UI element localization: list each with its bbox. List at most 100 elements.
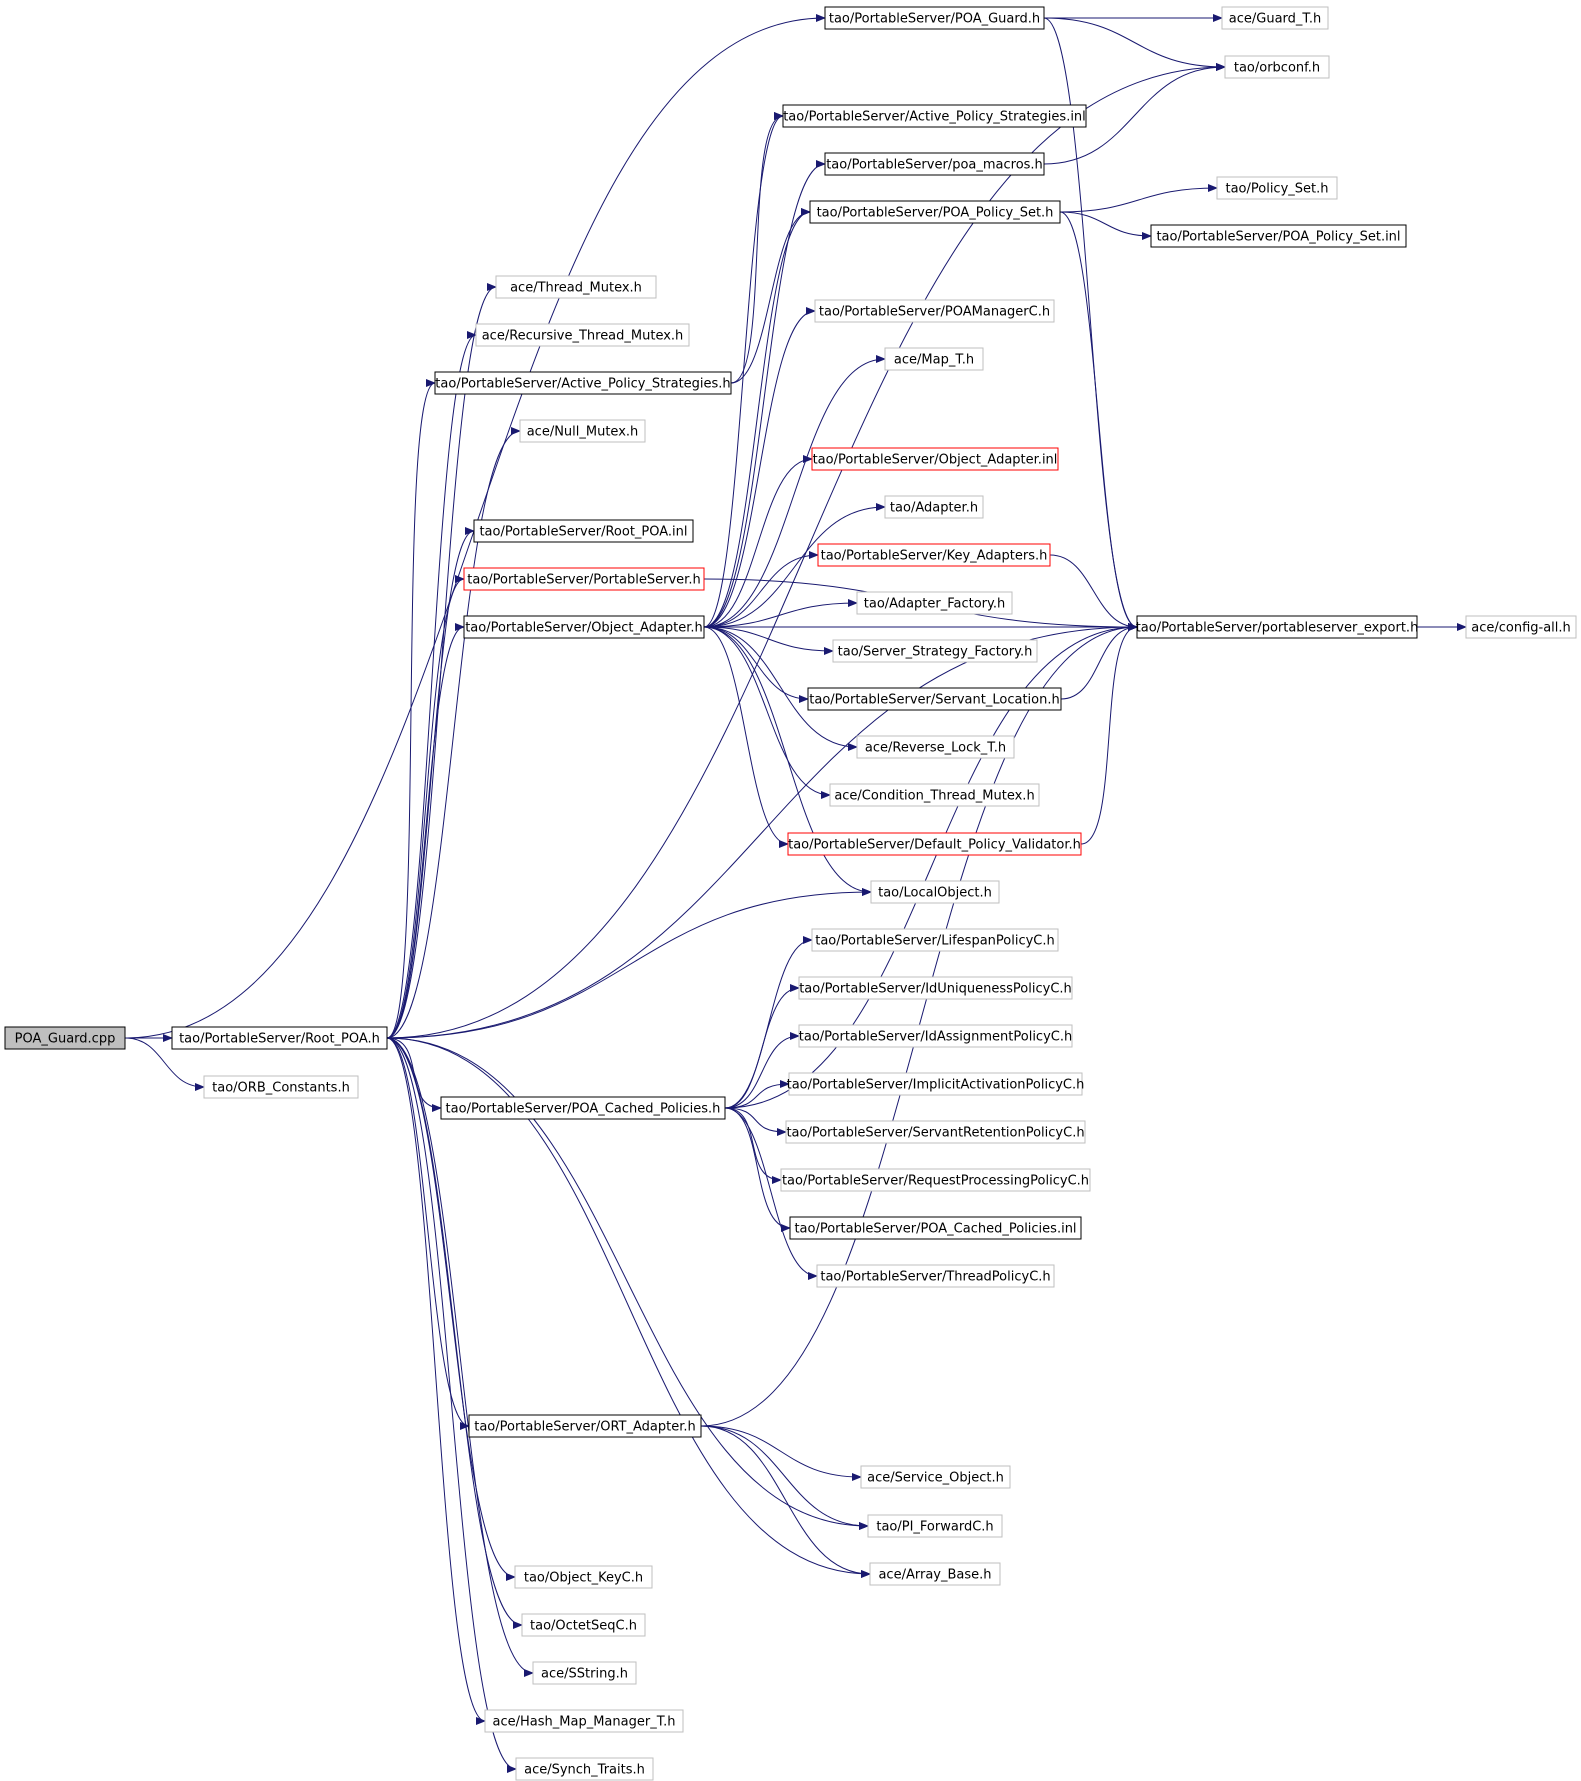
node-box [434, 371, 732, 395]
node-label: tao/PortableServer/poa_macros.h [826, 158, 1043, 173]
node-box [514, 1565, 653, 1589]
node-sstring[interactable]: ace/SString.h [532, 1661, 637, 1685]
node-poa_macros[interactable]: tao/PortableServer/poa_macros.h [824, 152, 1045, 176]
edge-root_poa_h-to-hash_map [386, 1037, 486, 1725]
node-octetseqc[interactable]: tao/OctetSeqC.h [521, 1613, 646, 1637]
node-request_processing[interactable]: tao/PortableServer/RequestProcessingPoli… [780, 1168, 1091, 1192]
edge-object_adapter_h-to-cond_mutex [703, 626, 831, 799]
node-aps_h[interactable]: tao/PortableServer/Active_Policy_Strateg… [434, 371, 732, 395]
node-label: tao/LocalObject.h [878, 886, 992, 901]
node-service_object[interactable]: ace/Service_Object.h [860, 1465, 1011, 1489]
edge-poa_cached_h-to-idassignment [724, 1032, 800, 1109]
node-recursive_mutex[interactable]: ace/Recursive_Thread_Mutex.h [475, 323, 690, 347]
node-ort_adapter[interactable]: tao/PortableServer/ORT_Adapter.h [468, 1414, 702, 1438]
edge-key_adapters-to-ps_export [1049, 554, 1138, 631]
node-config_all[interactable]: ace/config-all.h [1465, 615, 1577, 639]
node-implicit_act[interactable]: tao/PortableServer/ImplicitActivationPol… [787, 1072, 1085, 1096]
node-box [171, 1026, 388, 1050]
node-adapter_factory[interactable]: tao/Adapter_Factory.h [856, 591, 1013, 615]
node-label: ace/Recursive_Thread_Mutex.h [482, 329, 684, 344]
node-poa_cached_h[interactable]: tao/PortableServer/POA_Cached_Policies.h [440, 1096, 726, 1120]
node-portableserver_h[interactable]: tao/PortableServer/PortableServer.h [463, 567, 705, 591]
node-label: tao/PortableServer/Servant_Location.h [809, 693, 1059, 708]
node-label: tao/PortableServer/POAManagerC.h [819, 305, 1050, 320]
edge-object_adapter_h-to-aps_inl [703, 112, 784, 628]
node-pi_forward[interactable]: tao/PI_ForwardC.h [867, 1514, 1003, 1538]
node-label: tao/PortableServer/ImplicitActivationPol… [787, 1078, 1085, 1093]
edge-root_poa_h-to-object_adapter_h [386, 623, 465, 1039]
node-null_mutex[interactable]: ace/Null_Mutex.h [519, 419, 646, 443]
node-oa_inl[interactable]: tao/PortableServer/Object_Adapter.inl [811, 447, 1059, 471]
edge-root_poa_h-to-ort_adapter [386, 1037, 470, 1430]
node-label: ace/Service_Object.h [867, 1471, 1004, 1486]
node-poamanagerc[interactable]: tao/PortableServer/POAManagerC.h [814, 299, 1055, 323]
node-poa_policy_set_inl[interactable]: tao/PortableServer/POA_Policy_Set.inl [1150, 224, 1407, 248]
edge-object_adapter_h-to-reverse_lock [703, 626, 858, 751]
node-box [789, 1216, 1082, 1240]
node-map_t[interactable]: ace/Map_T.h [884, 347, 984, 371]
edge-poa_policy_set_h-to-poa_policy_set_inl [1059, 211, 1152, 240]
node-box [521, 1613, 646, 1637]
node-box [817, 543, 1051, 567]
node-box [785, 1120, 1086, 1144]
node-box [4, 1026, 126, 1050]
node-poa_policy_set_h[interactable]: tao/PortableServer/POA_Policy_Set.h [809, 200, 1061, 224]
edge-object_adapter_h-to-map_t [703, 355, 886, 628]
node-poa_guard_cpp[interactable]: POA_Guard.cpp [4, 1026, 126, 1050]
node-lifespan[interactable]: tao/PortableServer/LifespanPolicyC.h [811, 928, 1059, 952]
node-server_strategy[interactable]: tao/Server_Strategy_Factory.h [832, 639, 1038, 663]
node-aps_inl[interactable]: tao/PortableServer/Active_Policy_Strateg… [782, 104, 1087, 128]
node-thread_mutex[interactable]: ace/Thread_Mutex.h [495, 275, 657, 299]
node-servant_retention[interactable]: tao/PortableServer/ServantRetentionPolic… [785, 1120, 1086, 1144]
node-label: tao/PortableServer/Root_POA.h [179, 1032, 380, 1047]
node-poa_cached_inl[interactable]: tao/PortableServer/POA_Cached_Policies.i… [789, 1216, 1082, 1240]
node-label: tao/Adapter_Factory.h [864, 597, 1005, 612]
node-box [1224, 55, 1330, 79]
node-box [869, 1562, 1001, 1586]
node-iduniqueness[interactable]: tao/PortableServer/IdUniquenessPolicyC.h [798, 976, 1073, 1000]
node-localobject[interactable]: tao/LocalObject.h [870, 880, 1000, 904]
node-label: ace/Array_Base.h [878, 1568, 991, 1583]
node-orbconf[interactable]: tao/orbconf.h [1224, 55, 1330, 79]
node-label: tao/Adapter.h [890, 501, 978, 516]
node-label: ace/Synch_Traits.h [524, 1763, 645, 1778]
nodes-layer: POA_Guard.cpp tao/PortableServer/Root_POA… [4, 6, 1577, 1781]
node-label: ace/config-all.h [1471, 621, 1571, 636]
node-hash_map[interactable]: ace/Hash_Map_Manager_T.h [484, 1709, 684, 1733]
node-cond_mutex[interactable]: ace/Condition_Thread_Mutex.h [829, 783, 1040, 807]
node-idassignment[interactable]: tao/PortableServer/IdAssignmentPolicyC.h [798, 1024, 1073, 1048]
node-default_validator[interactable]: tao/PortableServer/Default_Policy_Valida… [787, 832, 1082, 856]
node-box [807, 687, 1062, 711]
node-poa_guard_h[interactable]: tao/PortableServer/POA_Guard.h [824, 6, 1045, 30]
node-label: tao/orbconf.h [1234, 61, 1320, 76]
node-object_adapter_h[interactable]: tao/PortableServer/Object_Adapter.h [463, 615, 705, 639]
node-label: tao/PortableServer/POA_Cached_Policies.i… [794, 1222, 1076, 1237]
node-policy_set[interactable]: tao/Policy_Set.h [1216, 176, 1338, 200]
node-adapter_h[interactable]: tao/Adapter.h [884, 495, 984, 519]
node-box [440, 1096, 726, 1120]
node-root_poa_inl[interactable]: tao/PortableServer/Root_POA.inl [473, 519, 694, 543]
node-label: ace/SString.h [541, 1667, 628, 1682]
node-label: tao/PortableServer/Default_Policy_Valida… [788, 838, 1081, 853]
edge-poa_policy_set_h-to-ps_export [1059, 211, 1138, 631]
node-array_base[interactable]: ace/Array_Base.h [869, 1562, 1001, 1586]
edge-ort_adapter-to-array_base [700, 1425, 871, 1578]
node-box [832, 639, 1038, 663]
node-thread_policy[interactable]: tao/PortableServer/ThreadPolicyC.h [816, 1264, 1055, 1288]
node-servant_location[interactable]: tao/PortableServer/Servant_Location.h [807, 687, 1062, 711]
node-ps_export[interactable]: tao/PortableServer/portableserver_export… [1136, 615, 1419, 639]
node-root_poa_h[interactable]: tao/PortableServer/Root_POA.h [171, 1026, 388, 1050]
node-synch_traits[interactable]: ace/Synch_Traits.h [515, 1757, 654, 1781]
node-guard_t[interactable]: ace/Guard_T.h [1221, 6, 1329, 30]
edge-object_adapter_h-to-oa_inl [703, 455, 813, 628]
node-object_keyc[interactable]: tao/Object_KeyC.h [514, 1565, 653, 1589]
edge-poa_guard_cpp-to-orb_constants [124, 1037, 205, 1091]
node-label: POA_Guard.cpp [15, 1032, 116, 1047]
node-label: tao/PortableServer/Key_Adapters.h [821, 549, 1048, 564]
node-box [816, 1264, 1055, 1288]
node-label: tao/PortableServer/POA_Cached_Policies.h [446, 1102, 721, 1117]
node-label: tao/PortableServer/Object_Adapter.h [465, 621, 703, 636]
node-orb_constants[interactable]: tao/ORB_Constants.h [203, 1075, 359, 1099]
node-key_adapters[interactable]: tao/PortableServer/Key_Adapters.h [817, 543, 1051, 567]
node-reverse_lock[interactable]: ace/Reverse_Lock_T.h [856, 735, 1015, 759]
